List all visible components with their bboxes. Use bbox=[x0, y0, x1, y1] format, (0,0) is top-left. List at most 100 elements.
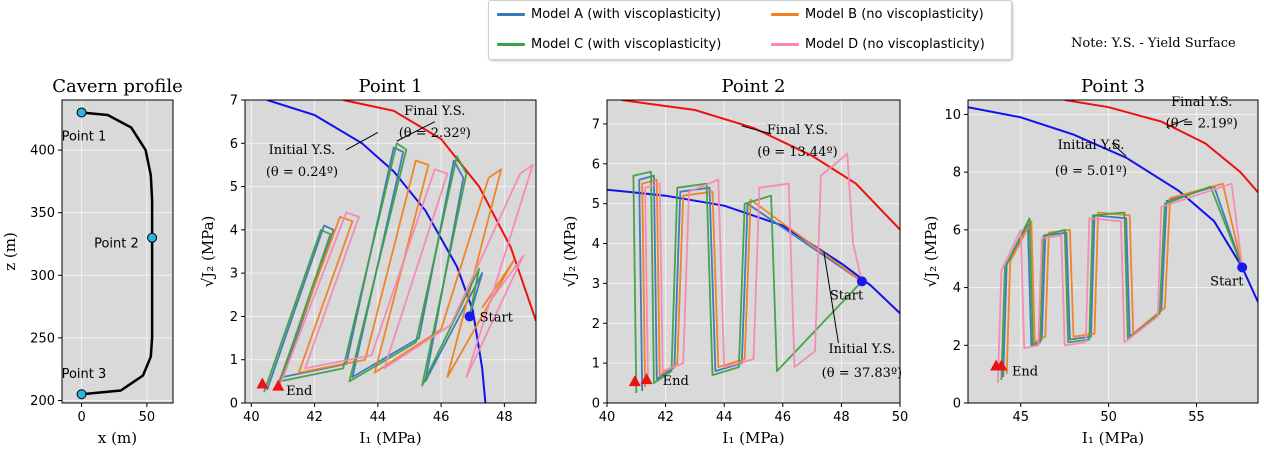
end-marker bbox=[995, 359, 1008, 371]
series-line-model-d bbox=[644, 152, 863, 384]
y-tick-label: 4 bbox=[592, 237, 600, 252]
series-line-model-a bbox=[638, 174, 863, 392]
panel-title: Point 3 bbox=[1081, 76, 1145, 97]
final-ys-label: Final Y.S. bbox=[1171, 95, 1232, 110]
cavern-point-marker bbox=[147, 232, 158, 243]
initial-ys-label: Initial Y.S. bbox=[829, 342, 896, 357]
y-tick-label: 0 bbox=[592, 397, 600, 412]
cavern-point-label: Point 3 bbox=[62, 367, 107, 382]
initial-ys-leader bbox=[345, 132, 379, 151]
final-ys-leader bbox=[741, 125, 772, 135]
panel-title: Point 1 bbox=[359, 76, 423, 97]
y-axis-label: √J₂ (MPa) bbox=[199, 216, 217, 288]
initial-ys-theta: (θ = 37.83º) bbox=[822, 366, 902, 381]
initial-ys-theta: (θ = 5.01º) bbox=[1055, 164, 1127, 179]
series-line-model-b bbox=[1005, 182, 1244, 375]
x-tick-label: 46 bbox=[433, 410, 450, 425]
legend: Model A (with viscoplasticity) Model B (… bbox=[488, 0, 1012, 60]
plot-content bbox=[607, 100, 900, 394]
final-ys-theta: (θ = 13.44º) bbox=[757, 145, 837, 160]
initial-ys-label: Initial Y.S. bbox=[269, 143, 336, 158]
legend-swatch-model-d bbox=[771, 43, 799, 46]
y-tick-label: 300 bbox=[30, 269, 55, 284]
final-ys-label: Final Y.S. bbox=[767, 123, 828, 138]
x-tick-label: 46 bbox=[775, 410, 792, 425]
y-axis-label: √J₂ (MPa) bbox=[561, 216, 579, 288]
start-label: Start bbox=[830, 288, 864, 303]
legend-item-model-a: Model A (with viscoplasticity) bbox=[497, 7, 721, 22]
x-tick-label: 44 bbox=[716, 410, 733, 425]
y-tick-label: 6 bbox=[592, 157, 600, 172]
start-label: Start bbox=[480, 310, 514, 325]
y-tick-label: 2 bbox=[592, 317, 600, 332]
cavern-point-marker bbox=[76, 107, 87, 118]
note-text: Note: Y.S. - Yield Surface bbox=[1071, 36, 1236, 51]
legend-swatch-model-c bbox=[497, 43, 525, 46]
y-tick-label: 7 bbox=[592, 117, 600, 132]
legend-label-model-b: Model B (no viscoplasticity) bbox=[805, 7, 984, 22]
y-tick-label: 350 bbox=[30, 206, 55, 221]
series-line-model-d bbox=[997, 182, 1244, 383]
initial-ys-leader bbox=[823, 251, 839, 344]
plot-content bbox=[81, 111, 154, 396]
initial-ys-label: Initial Y.S. bbox=[1058, 138, 1125, 153]
y-tick-label: 4 bbox=[953, 281, 961, 296]
x-tick-label: 50 bbox=[892, 410, 909, 425]
axes-frame bbox=[244, 99, 537, 404]
series-line-model-c bbox=[263, 142, 480, 393]
final-yield-surface bbox=[621, 100, 900, 231]
legend-item-model-c: Model C (with viscoplasticity) bbox=[497, 37, 721, 52]
cavern-point-label: Point 1 bbox=[62, 130, 107, 145]
y-tick-label: 1 bbox=[230, 353, 238, 368]
axes-frame bbox=[967, 99, 1259, 404]
x-tick-label: 42 bbox=[306, 410, 323, 425]
panel-title: Point 2 bbox=[722, 76, 786, 97]
x-tick-label: 48 bbox=[833, 410, 850, 425]
y-tick-label: 2 bbox=[230, 310, 238, 325]
y-axis-label: √J₂ (MPa) bbox=[922, 216, 940, 288]
final-ys-leader bbox=[1166, 118, 1188, 128]
x-tick-label: 44 bbox=[370, 410, 387, 425]
x-tick-label: 50 bbox=[1100, 410, 1117, 425]
y-tick-label: 250 bbox=[30, 331, 55, 346]
y-tick-label: 400 bbox=[30, 144, 55, 159]
legend-item-model-b: Model B (no viscoplasticity) bbox=[771, 7, 984, 22]
cavern-point-label: Point 2 bbox=[94, 237, 139, 252]
series-line-model-d bbox=[278, 164, 534, 387]
plot-content bbox=[968, 100, 1258, 383]
series-line-model-c bbox=[1000, 185, 1244, 380]
x-tick-label: 50 bbox=[139, 410, 156, 425]
x-axis-label: x (m) bbox=[98, 429, 137, 447]
initial-ys-theta: (θ = 0.24º) bbox=[266, 165, 338, 180]
initial-yield-surface bbox=[607, 188, 900, 315]
x-tick-label: 40 bbox=[599, 410, 616, 425]
x-axis-label: I₁ (MPa) bbox=[722, 429, 784, 447]
legend-label-model-a: Model A (with viscoplasticity) bbox=[531, 7, 722, 22]
x-axis-label: I₁ (MPa) bbox=[359, 429, 421, 447]
series-line-model-a bbox=[1002, 185, 1244, 378]
end-marker bbox=[628, 375, 641, 387]
x-tick-label: 55 bbox=[1188, 410, 1205, 425]
plot-content bbox=[263, 100, 536, 403]
y-tick-label: 5 bbox=[592, 197, 600, 212]
panel-title: Cavern profile bbox=[52, 76, 183, 97]
final-yield-surface bbox=[1064, 100, 1258, 193]
initial-ys-leader bbox=[1111, 142, 1127, 157]
end-marker bbox=[640, 373, 653, 385]
x-tick-label: 48 bbox=[496, 410, 513, 425]
y-tick-label: 7 bbox=[230, 94, 238, 109]
y-tick-label: 6 bbox=[230, 137, 238, 152]
final-ys-theta: (θ = 2.32º) bbox=[399, 126, 471, 141]
y-axis-label: z (m) bbox=[1, 232, 19, 271]
legend-label-model-d: Model D (no viscoplasticity) bbox=[805, 37, 985, 52]
end-label: End bbox=[286, 384, 312, 399]
initial-yield-surface bbox=[968, 106, 1258, 303]
legend-swatch-model-b bbox=[771, 13, 799, 16]
start-label: Start bbox=[1210, 274, 1244, 289]
y-tick-label: 1 bbox=[592, 357, 600, 372]
cavern-point-marker bbox=[76, 389, 87, 400]
y-tick-label: 2 bbox=[953, 339, 961, 354]
x-tick-label: 40 bbox=[243, 410, 260, 425]
